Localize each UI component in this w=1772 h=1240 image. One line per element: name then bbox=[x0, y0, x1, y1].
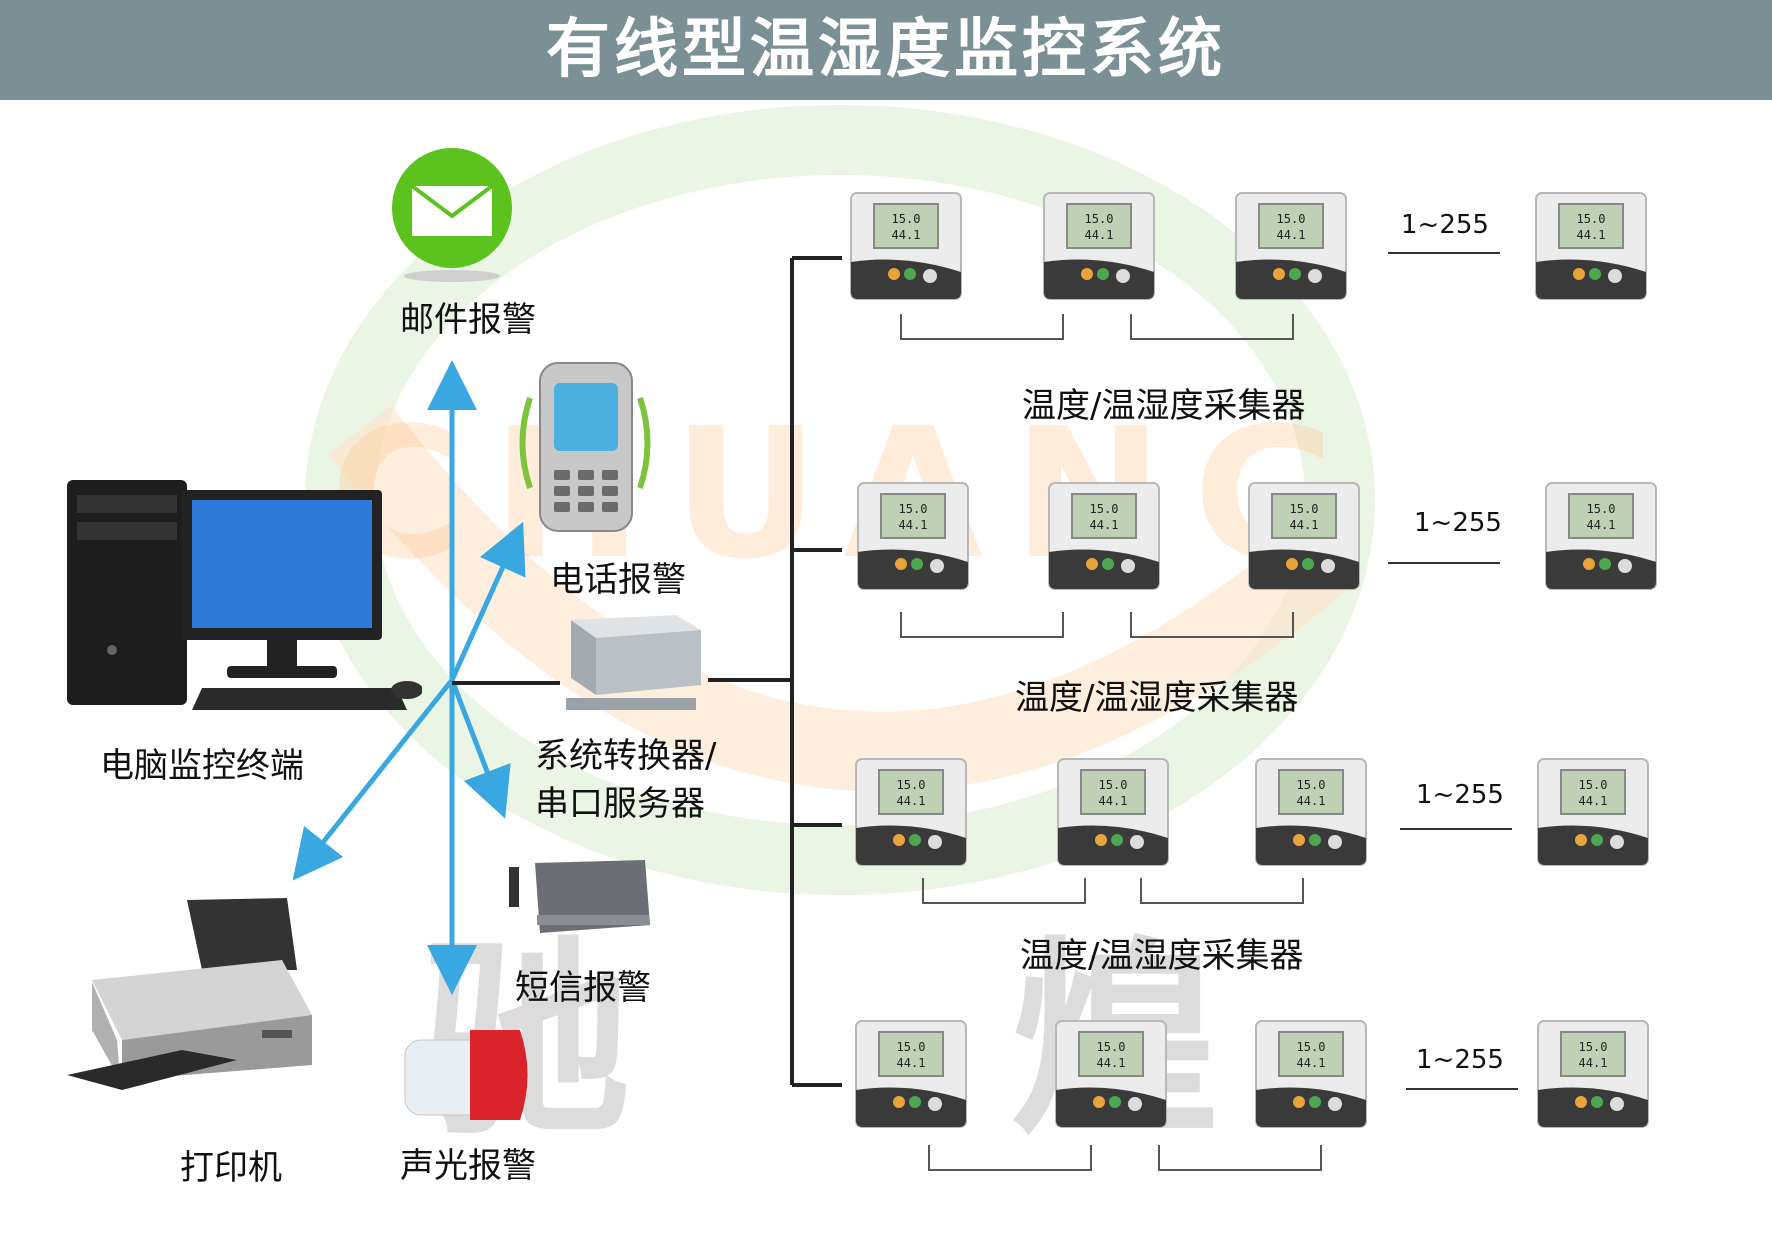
svg-text:44.1: 44.1 bbox=[899, 518, 928, 532]
temperature-humidity-sensor: 15.0 44.1 bbox=[1537, 758, 1649, 868]
svg-text:44.1: 44.1 bbox=[1587, 518, 1616, 532]
temperature-humidity-sensor: 15.0 44.1 bbox=[1537, 1020, 1649, 1130]
svg-text:15.0: 15.0 bbox=[1297, 1040, 1326, 1054]
svg-text:15.0: 15.0 bbox=[897, 1040, 926, 1054]
converter-label-line2: 串口服务器 bbox=[535, 784, 705, 824]
temperature-humidity-sensor: 15.0 44.1 bbox=[1235, 192, 1347, 302]
svg-text:15.0: 15.0 bbox=[892, 212, 921, 226]
svg-text:15.0: 15.0 bbox=[1090, 502, 1119, 516]
computer-label: 电脑监控终端 bbox=[100, 746, 304, 786]
arrow-to-printer bbox=[292, 678, 454, 881]
email-icon bbox=[392, 148, 512, 282]
svg-text:15.0: 15.0 bbox=[1577, 212, 1606, 226]
temperature-humidity-sensor: 15.0 44.1 bbox=[850, 192, 962, 302]
svg-text:44.1: 44.1 bbox=[1097, 1056, 1126, 1070]
temperature-humidity-sensor: 15.0 44.1 bbox=[1048, 482, 1160, 592]
temperature-humidity-sensor: 15.0 44.1 bbox=[1057, 758, 1169, 868]
svg-text:44.1: 44.1 bbox=[1277, 228, 1306, 242]
svg-text:44.1: 44.1 bbox=[1099, 794, 1128, 808]
range-label-row4: 1~255 bbox=[1416, 1045, 1504, 1075]
email-alarm-label: 邮件报警 bbox=[400, 300, 536, 340]
title-bar: 有线型温湿度监控系统 bbox=[0, 0, 1772, 100]
temperature-humidity-sensor: 15.0 44.1 bbox=[1055, 1020, 1167, 1130]
printer-icon bbox=[67, 898, 312, 1090]
diagram-title: 有线型温湿度监控系统 bbox=[546, 12, 1226, 87]
converter-icon bbox=[566, 615, 701, 710]
printer-label: 打印机 bbox=[180, 1148, 282, 1188]
arrow-to-phone bbox=[449, 521, 526, 682]
svg-text:15.0: 15.0 bbox=[1099, 778, 1128, 792]
svg-text:15.0: 15.0 bbox=[1579, 1040, 1608, 1054]
svg-text:15.0: 15.0 bbox=[897, 778, 926, 792]
svg-text:44.1: 44.1 bbox=[897, 1056, 926, 1070]
sms-alarm-label: 短信报警 bbox=[515, 968, 651, 1008]
svg-text:44.1: 44.1 bbox=[1579, 1056, 1608, 1070]
temperature-humidity-sensor: 15.0 44.1 bbox=[1248, 482, 1360, 592]
phone-alarm-label: 电话报警 bbox=[550, 560, 686, 600]
svg-text:15.0: 15.0 bbox=[1085, 212, 1114, 226]
svg-text:44.1: 44.1 bbox=[1090, 518, 1119, 532]
temperature-humidity-sensor: 15.0 44.1 bbox=[855, 1020, 967, 1130]
range-label-row3: 1~255 bbox=[1416, 780, 1504, 810]
temperature-humidity-sensor: 15.0 44.1 bbox=[855, 758, 967, 868]
siren-icon bbox=[404, 1030, 528, 1120]
svg-text:15.0: 15.0 bbox=[1277, 212, 1306, 226]
svg-text:15.0: 15.0 bbox=[899, 502, 928, 516]
temperature-humidity-sensor: 15.0 44.1 bbox=[1043, 192, 1155, 302]
temperature-humidity-sensor: 15.0 44.1 bbox=[857, 482, 969, 592]
svg-text:15.0: 15.0 bbox=[1579, 778, 1608, 792]
svg-text:15.0: 15.0 bbox=[1297, 778, 1326, 792]
range-label-row1: 1~255 bbox=[1401, 210, 1489, 240]
svg-text:44.1: 44.1 bbox=[1085, 228, 1114, 242]
svg-text:44.1: 44.1 bbox=[897, 794, 926, 808]
collector-label-row2: 温度/温湿度采集器 bbox=[1015, 678, 1299, 718]
svg-text:44.1: 44.1 bbox=[1579, 794, 1608, 808]
temperature-humidity-sensor: 15.0 44.1 bbox=[1255, 1020, 1367, 1130]
svg-text:15.0: 15.0 bbox=[1587, 502, 1616, 516]
phone-icon bbox=[519, 362, 651, 532]
temperature-humidity-sensor: 15.0 44.1 bbox=[1535, 192, 1647, 302]
svg-text:44.1: 44.1 bbox=[1577, 228, 1606, 242]
range-label-row2: 1~255 bbox=[1414, 508, 1502, 538]
sms-modem-icon bbox=[509, 860, 650, 933]
svg-text:44.1: 44.1 bbox=[1297, 1056, 1326, 1070]
temperature-humidity-sensor: 15.0 44.1 bbox=[1545, 482, 1657, 592]
temperature-humidity-sensor: 15.0 44.1 bbox=[1255, 758, 1367, 868]
converter-label-line1: 系统转换器/ bbox=[535, 736, 717, 776]
collector-label-row3: 温度/温湿度采集器 bbox=[1020, 936, 1304, 976]
svg-text:44.1: 44.1 bbox=[1297, 794, 1326, 808]
siren-alarm-label: 声光报警 bbox=[400, 1146, 536, 1186]
computer-icon bbox=[67, 480, 422, 710]
collector-label-row1: 温度/温湿度采集器 bbox=[1022, 386, 1306, 426]
svg-text:15.0: 15.0 bbox=[1097, 1040, 1126, 1054]
svg-text:44.1: 44.1 bbox=[1290, 518, 1319, 532]
arrow-to-serial bbox=[449, 679, 511, 819]
svg-text:44.1: 44.1 bbox=[892, 228, 921, 242]
svg-text:15.0: 15.0 bbox=[1290, 502, 1319, 516]
